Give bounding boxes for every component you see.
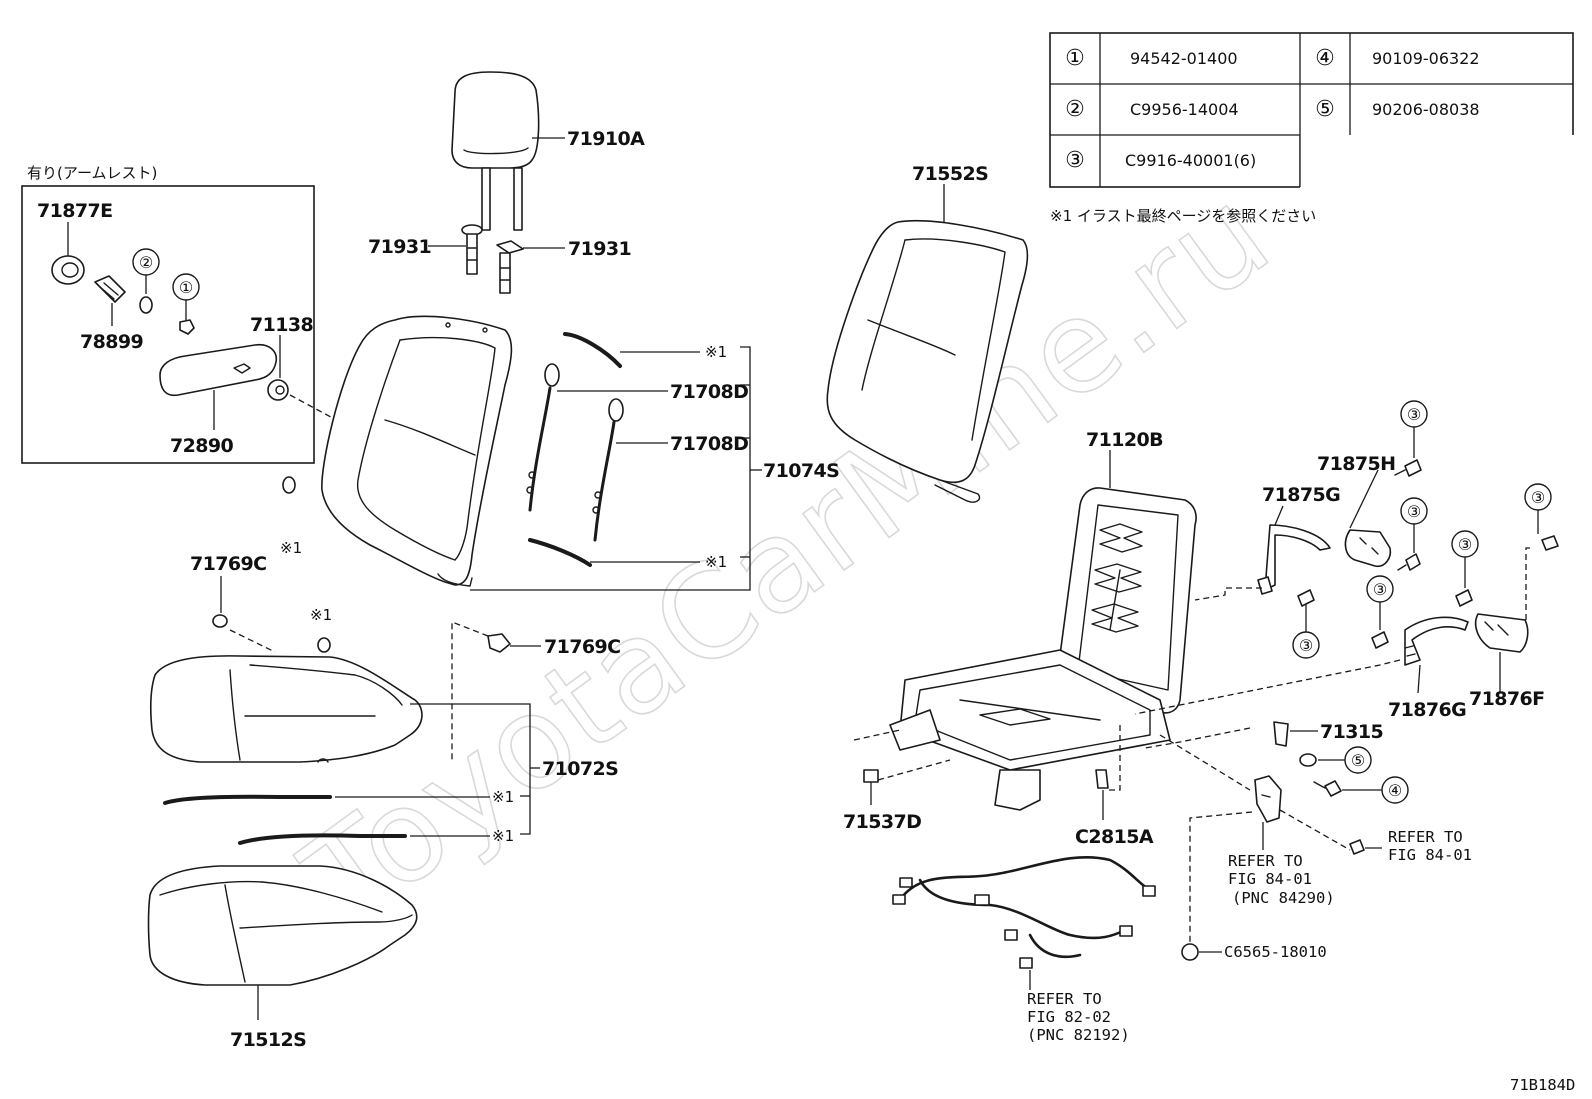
drawing-code: 71B184D [1510, 1076, 1575, 1094]
part-71708D-wire-2 [592, 398, 668, 542]
callout-1-armrest: ① [179, 278, 193, 297]
part-C6565-18010 [1181, 943, 1222, 961]
label-71910A: 71910A [567, 128, 645, 150]
part-seat-belt-anchor [1254, 775, 1282, 823]
part-71876F [1474, 613, 1529, 692]
part-71877E [51, 222, 85, 285]
label-71769C-right: 71769C [544, 636, 620, 658]
callout-2-armrest: ② [139, 253, 153, 272]
label-71074S: 71074S [763, 460, 839, 482]
label-71876G: 71876G [1388, 699, 1466, 721]
part-71931-left [428, 224, 483, 275]
ref2-line1: REFER TO [1228, 852, 1303, 870]
part-78899 [94, 275, 126, 326]
callout-3-a: ③ [1407, 405, 1421, 424]
label-71931-left: 71931 [368, 236, 431, 258]
part-71875G [1257, 505, 1331, 595]
part-71910A-headrest [451, 71, 565, 231]
armrest-box-title: 有り(アームレスト) [27, 164, 157, 182]
star-mark-5: ※1 [492, 788, 514, 806]
part-cushion-wire-1 [163, 794, 490, 805]
table-part-1: 94542-01400 [1130, 49, 1238, 68]
label-C2815A: C2815A [1075, 826, 1154, 848]
label-71708D-2: 71708D [670, 433, 748, 455]
label-71875G: 71875G [1262, 484, 1340, 506]
label-71931-right: 71931 [568, 238, 631, 260]
part-71769C-left [212, 614, 228, 628]
callout-3-c: ③ [1458, 535, 1472, 554]
label-71552S: 71552S [912, 163, 988, 185]
star-mark-1: ※1 [705, 343, 727, 361]
part-71072S-cushion-cover [149, 655, 540, 835]
part-hog-wire-top [563, 332, 700, 368]
part-72890 [159, 343, 278, 430]
label-71138: 71138 [250, 314, 313, 336]
star-mark-3: ※1 [280, 539, 302, 557]
table-part-2: C9956-14004 [1130, 100, 1239, 119]
ref2-line2: FIG 84-01 [1228, 870, 1312, 888]
label-71876F: 71876F [1469, 688, 1544, 710]
table-key-5: ⑤ [1315, 97, 1335, 122]
part-71931-right [496, 240, 565, 294]
part-71138 [267, 379, 289, 401]
label-71315: 71315 [1320, 721, 1383, 743]
part-71552S-seatback-pad [826, 184, 1029, 503]
star-mark-4: ※1 [310, 606, 332, 624]
part-71876G [1404, 616, 1469, 694]
label-71120B: 71120B [1086, 429, 1163, 451]
star-mark-6: ※1 [492, 827, 514, 845]
callout-3-f: ③ [1299, 636, 1313, 655]
label-71875H: 71875H [1317, 453, 1395, 475]
label-71708D-1: 71708D [670, 381, 748, 403]
ref1-line2: FIG 84-01 [1388, 846, 1472, 864]
table-part-3: C9916-40001(6) [1125, 151, 1256, 170]
ref1-line1: REFER TO [1388, 828, 1463, 846]
ref3-line1: REFER TO [1027, 990, 1102, 1008]
table-part-4: 90109-06322 [1372, 49, 1480, 68]
callout-4: ④ [1388, 781, 1402, 800]
callout-3-b: ③ [1407, 502, 1421, 521]
part-71315 [1273, 721, 1318, 747]
label-72890: 72890 [170, 435, 233, 457]
armrest-box: 有り(アームレスト) 71877E 78899 ② ① [21, 164, 341, 464]
callout-3-e: ③ [1531, 488, 1545, 507]
part-hog-wire-bottom [528, 538, 700, 567]
callout-5: ⑤ [1351, 751, 1365, 770]
ref3-line2: FIG 82-02 [1027, 1008, 1111, 1026]
part-cushion-wire-2 [238, 833, 490, 845]
part-71512S-cushion-pad [147, 865, 418, 1020]
ref3-line3: (PNC 82192) [1027, 1026, 1130, 1044]
label-78899: 78899 [80, 331, 143, 353]
bracket-71074S [470, 346, 762, 591]
footnote: ※1 イラスト最終ページを参照ください [1050, 207, 1316, 225]
table-part-5: 90206-08038 [1372, 100, 1480, 119]
part-C2815A [1095, 769, 1109, 820]
label-71877E: 71877E [37, 200, 112, 222]
table-key-1: ① [1065, 46, 1085, 71]
label-71769C-left: 71769C [190, 553, 266, 575]
label-C6565-18010: C6565-18010 [1224, 943, 1327, 961]
part-71074S-seatback-cover [321, 315, 513, 587]
part-71708D-wire-1 [526, 363, 668, 512]
star-mark-2: ※1 [705, 553, 727, 571]
part-71769C-right [487, 633, 541, 653]
table-key-2: ② [1065, 97, 1085, 122]
part-key-table: ① 94542-01400 ④ 90109-06322 ② C9956-1400… [1049, 32, 1574, 188]
label-71537D: 71537D [843, 811, 921, 833]
part-wire-harness [892, 855, 1156, 969]
part-71875H [1344, 469, 1392, 568]
table-key-3: ③ [1065, 148, 1085, 173]
part-bolt-4: ④ [1313, 776, 1409, 804]
label-71512S: 71512S [230, 1029, 306, 1051]
label-71072S: 71072S [542, 758, 618, 780]
part-71537D [863, 769, 879, 805]
part-refer-bolt [1349, 839, 1382, 855]
ref2-line3: (PNC 84290) [1232, 889, 1335, 907]
part-71120B-seat-frame [889, 450, 1197, 811]
callout-3-d: ③ [1373, 580, 1387, 599]
table-key-4: ④ [1315, 46, 1335, 71]
screw-group: ③ ③ ③ ③ ③ ③ [1292, 400, 1559, 659]
part-washer-5: ⑤ [1299, 746, 1372, 774]
